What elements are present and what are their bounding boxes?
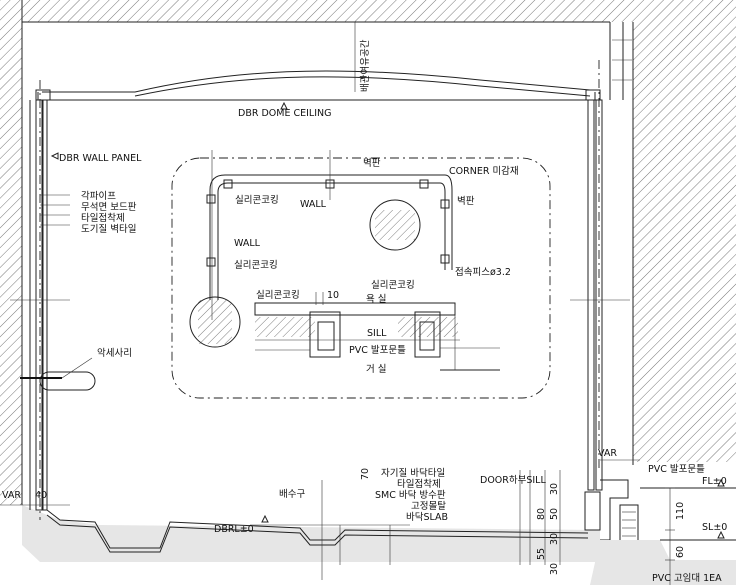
right-wall-panel	[570, 60, 630, 491]
left-wall-panel	[10, 80, 70, 520]
layer-2-label: 무석면 보드판	[81, 202, 137, 213]
detail-silicone-4: 실리콘코킹	[371, 279, 415, 291]
detail-wall-panel-2: 벽판	[457, 196, 475, 207]
floor-layer-2: 타일접착제	[397, 478, 441, 490]
dim-80-label: 80	[536, 508, 547, 520]
layer-3-label: 타일접착제	[81, 212, 125, 224]
detail-living: 거 실	[366, 364, 387, 375]
wall-panel-label: DBR WALL PANEL	[59, 153, 142, 164]
dim-60-label: 60	[675, 546, 686, 558]
detail-callout	[171, 150, 551, 399]
var-left-label: VAR	[2, 490, 21, 501]
dim-50-label: 50	[549, 508, 560, 520]
detail-sill: SILL	[367, 328, 387, 339]
dim-30b-label: 30	[549, 533, 560, 545]
pipe-space-dim: 70	[360, 468, 371, 480]
dim-30c-label: 30	[549, 563, 560, 575]
pvc-foam-label: PVC 발포문틀	[648, 464, 705, 475]
layer-1-label: 각파이프	[81, 190, 116, 202]
dome-ceiling	[35, 22, 601, 110]
detail-silicone-1: 실리콘코킹	[235, 194, 279, 206]
detail-wall-2: WALL	[234, 238, 261, 249]
var-right-label: VAR	[598, 448, 617, 459]
detail-pvc-foam: PVC 발포문틀	[349, 345, 406, 356]
floor-layer-3: SMC 바닥 방수판	[375, 490, 446, 501]
dome-ceiling-label: DBR DOME CEILING	[238, 108, 331, 119]
dim-40-label: 40	[35, 490, 47, 501]
dim-30a-label: 30	[549, 483, 560, 495]
structure-walls	[0, 0, 736, 562]
pvc-fix-label: PVC 고임대 1EA	[652, 572, 722, 584]
detail-bathroom: 욕 실	[366, 294, 387, 305]
detail-screw: 접속피스ø3.2	[455, 266, 511, 278]
accessory-fixture	[20, 357, 96, 391]
detail-dim-10: 10	[327, 290, 339, 301]
detail-wall-1: WALL	[300, 199, 327, 210]
floor-layer-4: 고정몰탈	[411, 500, 446, 512]
door-sill-label: DOOR하부SILL	[480, 474, 546, 486]
detail-wall-panel: 벽판	[363, 158, 381, 169]
sl-label: SL±0	[702, 522, 727, 533]
door-sill-area	[584, 459, 736, 585]
floor-layer-1: 자기질 바닥타일	[381, 467, 445, 479]
detail-silicone-2: 실리콘코킹	[234, 259, 278, 271]
floor-profile	[0, 470, 589, 580]
fl-label: FL±0	[702, 476, 727, 487]
detail-corner: CORNER 미감재	[449, 165, 519, 177]
floor-layer-5: 바닥SLAB	[406, 512, 448, 523]
layer-4-label: 도기질 벽타일	[81, 223, 136, 235]
dbrl-label: DBRL±0	[214, 524, 254, 535]
drain-label: 배수구	[279, 489, 305, 500]
pipe-space-label: 배관여유공간	[359, 39, 371, 92]
accessory-label: 악세사리	[97, 347, 132, 359]
detail-silicone-3: 실리콘코킹	[256, 289, 300, 301]
dim-55-label: 55	[536, 548, 547, 560]
dim-110-label: 110	[675, 502, 686, 520]
